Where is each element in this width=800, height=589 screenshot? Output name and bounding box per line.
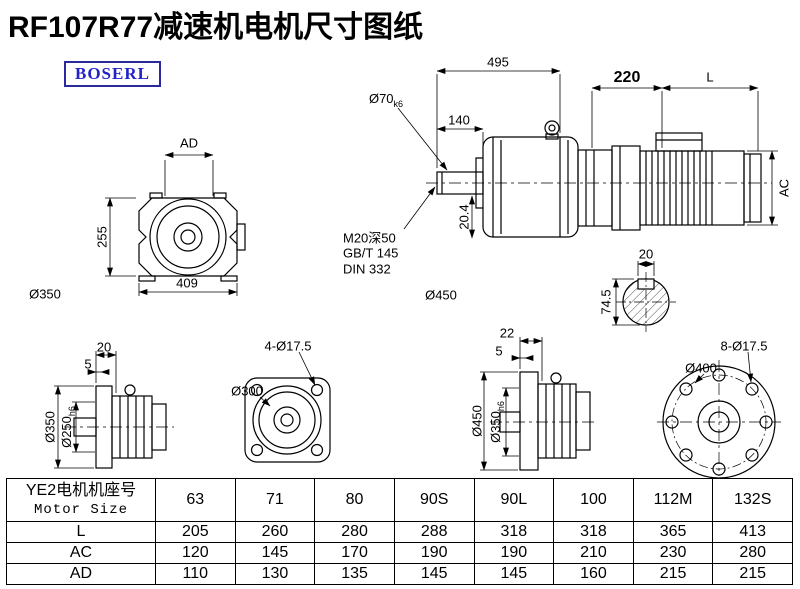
col-header-132s: 132S	[712, 478, 793, 522]
view-flange-front-small	[244, 377, 331, 463]
dim-495-label: 495	[487, 54, 509, 70]
view-front-gearbox-dims	[105, 152, 238, 296]
dim-255-label: 255	[94, 226, 110, 248]
table-cell: 110	[155, 563, 236, 585]
dim-fb-holes-label: 4-Ø17.5	[264, 338, 312, 354]
tap-hole-spec-line3: DIN 332	[343, 261, 391, 277]
dim-l-label: L	[706, 69, 714, 85]
dim-shaft-dia-tolerance: k6	[393, 98, 404, 109]
technical-drawing	[54, 68, 781, 478]
page-title: RF107R77减速机电机尺寸图纸	[8, 11, 424, 44]
table-cell: 280	[314, 521, 395, 543]
table-cell: 135	[314, 563, 395, 585]
table-row-ac: AC 120 145 170 190 190 210 230 280	[6, 542, 793, 564]
row-header-ac: AC	[6, 542, 156, 564]
dim-20-4-label: 20.4	[456, 204, 472, 230]
table-row-l: L 205 260 280 288 318 318 365 413	[6, 521, 793, 543]
table-cell: 215	[632, 563, 714, 585]
tap-hole-spec-line1: M20深50	[343, 230, 396, 246]
row-header-l: L	[6, 521, 156, 543]
col-header-63: 63	[155, 478, 236, 522]
table-cell: 280	[712, 542, 793, 564]
dim-fc-dia350-label: Ø350h6	[488, 401, 506, 443]
view-flange-front-large-dims	[694, 351, 754, 384]
view-front-gearbox	[138, 192, 246, 282]
table-cell: 160	[553, 563, 634, 585]
table-cell: 205	[155, 521, 236, 543]
dim-409-label: 409	[176, 275, 198, 291]
view-side-dims	[397, 68, 778, 239]
table-cell: 145	[234, 542, 316, 564]
table-cell: 145	[473, 563, 555, 585]
table-cell: 318	[553, 521, 634, 543]
dim-dia350-front-label: Ø350	[29, 286, 61, 302]
table-cell: 230	[632, 542, 714, 564]
table-header-motor-size: YE2电机机座号 Motor Size	[6, 478, 156, 522]
table-cell: 120	[155, 542, 236, 564]
dim-fa-dia350-label: Ø350	[42, 411, 58, 443]
table-cell: 215	[712, 563, 793, 585]
col-header-112m: 112M	[632, 478, 714, 522]
col-header-90l: 90L	[473, 478, 555, 522]
shaft-cross-section	[616, 272, 676, 332]
table-header-en: Motor Size	[33, 502, 128, 518]
dim-ad-label: AD	[179, 135, 199, 151]
row-header-ad: AD	[6, 563, 156, 585]
dim-shaft-dia-value: Ø70	[368, 91, 394, 107]
table-cell: 170	[314, 542, 395, 564]
dim-fd-holes-label: 8-Ø17.5	[720, 338, 768, 354]
dim-fc-22-label: 22	[499, 325, 515, 341]
table-cell: 210	[553, 542, 634, 564]
view-flange-side-large-dims	[480, 337, 543, 471]
dim-fa-dia250-value: Ø250	[59, 416, 75, 448]
dim-fa-5-label: 5	[84, 356, 92, 372]
table-cell: 318	[473, 521, 555, 543]
col-header-90s: 90S	[393, 478, 475, 522]
boserl-logo-text: BOSERL	[75, 64, 150, 83]
dim-fa-20-label: 20	[96, 339, 112, 355]
view-flange-side-small-dims	[54, 351, 117, 469]
table-row-ad: AD 110 130 135 145 145 160 215 215	[6, 563, 793, 585]
view-flange-side-small	[64, 384, 174, 469]
dim-fa-dia250-tolerance: h6	[66, 406, 77, 417]
col-header-71: 71	[234, 478, 316, 522]
dim-fa-dia250-label: Ø250h6	[59, 406, 77, 448]
dim-ac-label: AC	[776, 178, 792, 198]
table-cell: 130	[234, 563, 316, 585]
table-cell: 190	[393, 542, 475, 564]
table-header-row: YE2电机机座号 Motor Size 63 71 80 90S 90L 100…	[6, 478, 793, 522]
view-flange-front-large	[657, 360, 781, 478]
dim-140-label: 140	[448, 112, 470, 128]
dim-fc-dia350-tolerance: h6	[495, 401, 506, 412]
dim-fd-dia400-label: Ø400	[685, 360, 717, 376]
dim-fc-5-label: 5	[495, 343, 503, 359]
table-header-cn: YE2电机机座号	[25, 482, 137, 499]
table-cell: 190	[473, 542, 555, 564]
table-cell: 413	[712, 521, 793, 543]
dim-74-5-label: 74.5	[598, 289, 614, 315]
dim-fc-dia450-label: Ø450	[469, 405, 485, 437]
dim-fb-dia300-label: Ø300	[231, 383, 263, 399]
table-cell: 288	[393, 521, 475, 543]
view-flange-front-small-dims	[259, 351, 316, 407]
shaft-cross-dims	[612, 261, 655, 326]
motor-size-table: YE2电机机座号 Motor Size 63 71 80 90S 90L 100…	[6, 478, 793, 585]
dim-shaft-dia-label: Ø70k6	[369, 91, 403, 109]
table-cell: 145	[393, 563, 475, 585]
dim-fc-dia350-value: Ø350	[488, 411, 504, 443]
table-cell: 260	[234, 521, 316, 543]
dim-key-width-label: 20	[638, 246, 654, 262]
view-side-assembly	[426, 120, 772, 238]
dim-dia450-main-label: Ø450	[425, 287, 457, 303]
col-header-100: 100	[553, 478, 634, 522]
dim-220-label: 220	[613, 69, 641, 86]
boserl-logo: BOSERL	[64, 61, 161, 87]
table-cell: 365	[632, 521, 714, 543]
col-header-80: 80	[314, 478, 395, 522]
tap-hole-spec-line2: GB/T 145	[343, 245, 399, 261]
